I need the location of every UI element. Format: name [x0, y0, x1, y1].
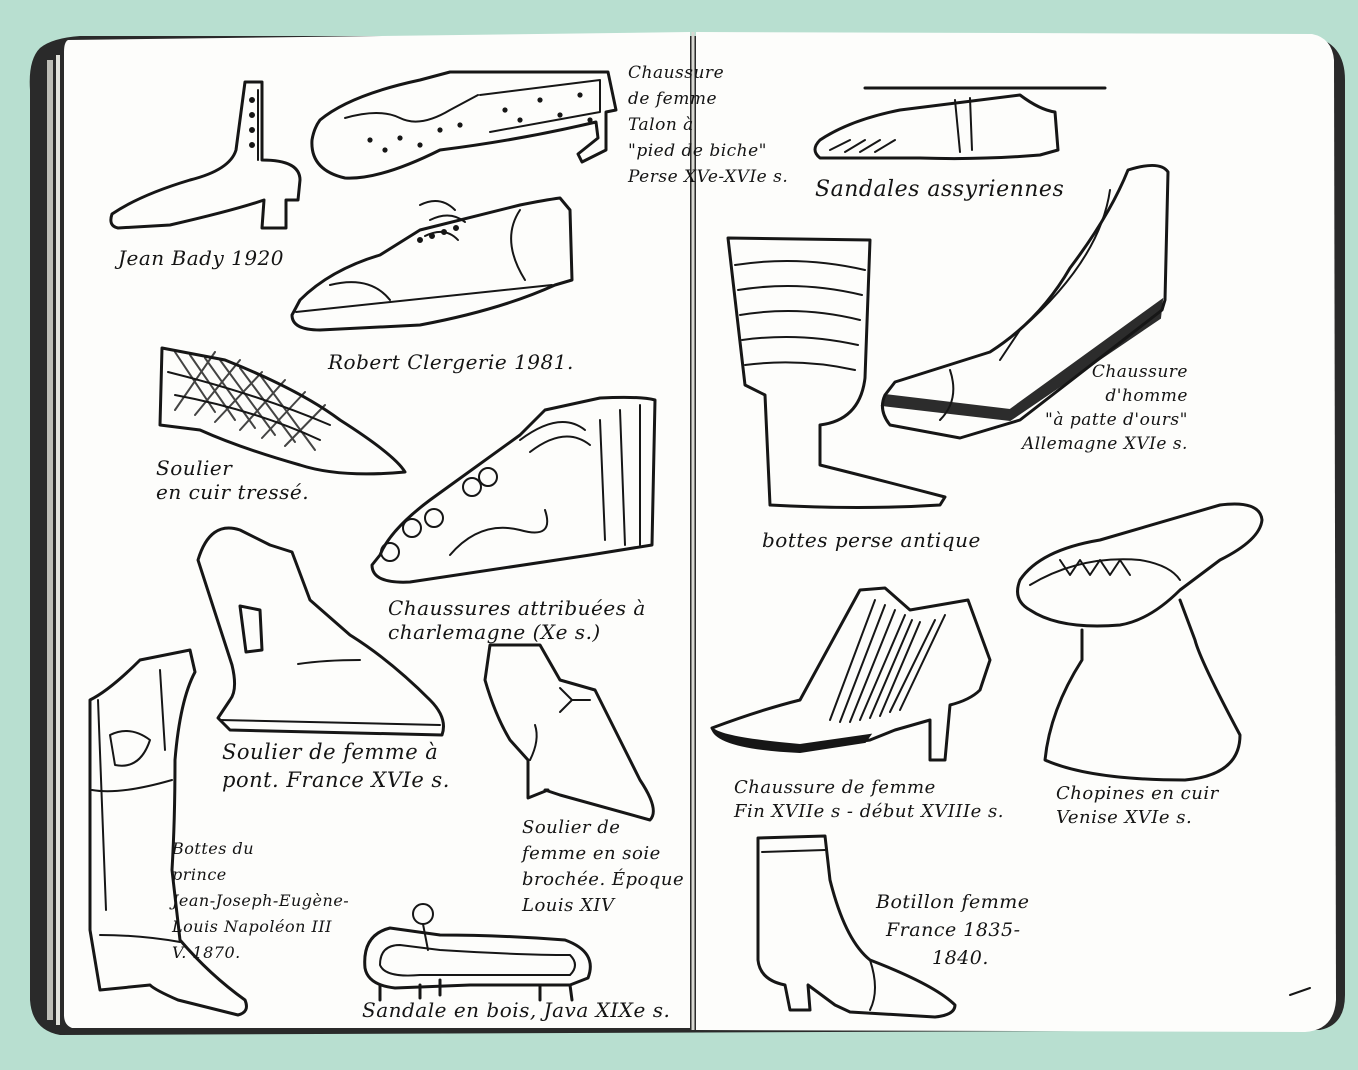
- label-soulier-pont: Soulier de femme à pont. France XVIe s.: [222, 740, 450, 792]
- clergerie-shoe-drawing: [290, 196, 574, 332]
- perse-shoe-drawing: [310, 70, 618, 180]
- corner-mark: [1289, 987, 1311, 996]
- sandale-java-drawing: [363, 903, 592, 1002]
- soulier-pont-drawing: [196, 526, 445, 737]
- patte-ours-drawing: [880, 164, 1170, 440]
- label-soulier-tresse: Soulier en cuir tressé.: [156, 456, 310, 504]
- charlemagne-shoe-drawing: [370, 395, 657, 584]
- label-bottes-perse: bottes perse antique: [762, 528, 981, 552]
- fin-xvii-drawing: [710, 586, 992, 762]
- soulier-tresse-drawing: [158, 346, 407, 476]
- label-robert-clergerie: Robert Clergerie 1981.: [328, 350, 574, 374]
- botillon-drawing: [756, 834, 957, 1019]
- chopines-drawing: [1016, 502, 1264, 782]
- label-sandale-java: Sandale en bois, Java XIXe s.: [362, 998, 671, 1022]
- label-patte-ours: Chaussure d'homme "à patte d'ours" Allem…: [1022, 362, 1188, 454]
- label-botillon: Botillon femme France 1835- 1840.: [876, 891, 1030, 969]
- label-chaussure-perse: Chaussure de femme Talon à "pied de bich…: [628, 63, 789, 187]
- bottes-prince-drawing: [88, 648, 248, 1017]
- label-fin-xvii: Chaussure de femme Fin XVIIe s - début X…: [734, 777, 1004, 822]
- label-bottes-prince: Bottes du prince Jean-Joseph-Eugène- Lou…: [172, 839, 350, 962]
- jean-bady-shoe-drawing: [109, 80, 302, 230]
- soulier-soie-drawing: [483, 643, 655, 822]
- sandales-assyriennes-drawing: [813, 86, 1107, 161]
- label-chopines: Chopines en cuir Venise XVIe s.: [1056, 783, 1219, 828]
- label-soulier-soie: Soulier de femme en soie brochée. Époque…: [522, 817, 685, 916]
- label-charlemagne: Chaussures attribuées à charlemagne (Xe …: [388, 596, 646, 644]
- label-jean-bady: Jean Bady 1920: [118, 246, 284, 270]
- label-sandales-assyriennes: Sandales assyriennes: [815, 177, 1065, 202]
- bottes-perse-drawing: [726, 236, 947, 509]
